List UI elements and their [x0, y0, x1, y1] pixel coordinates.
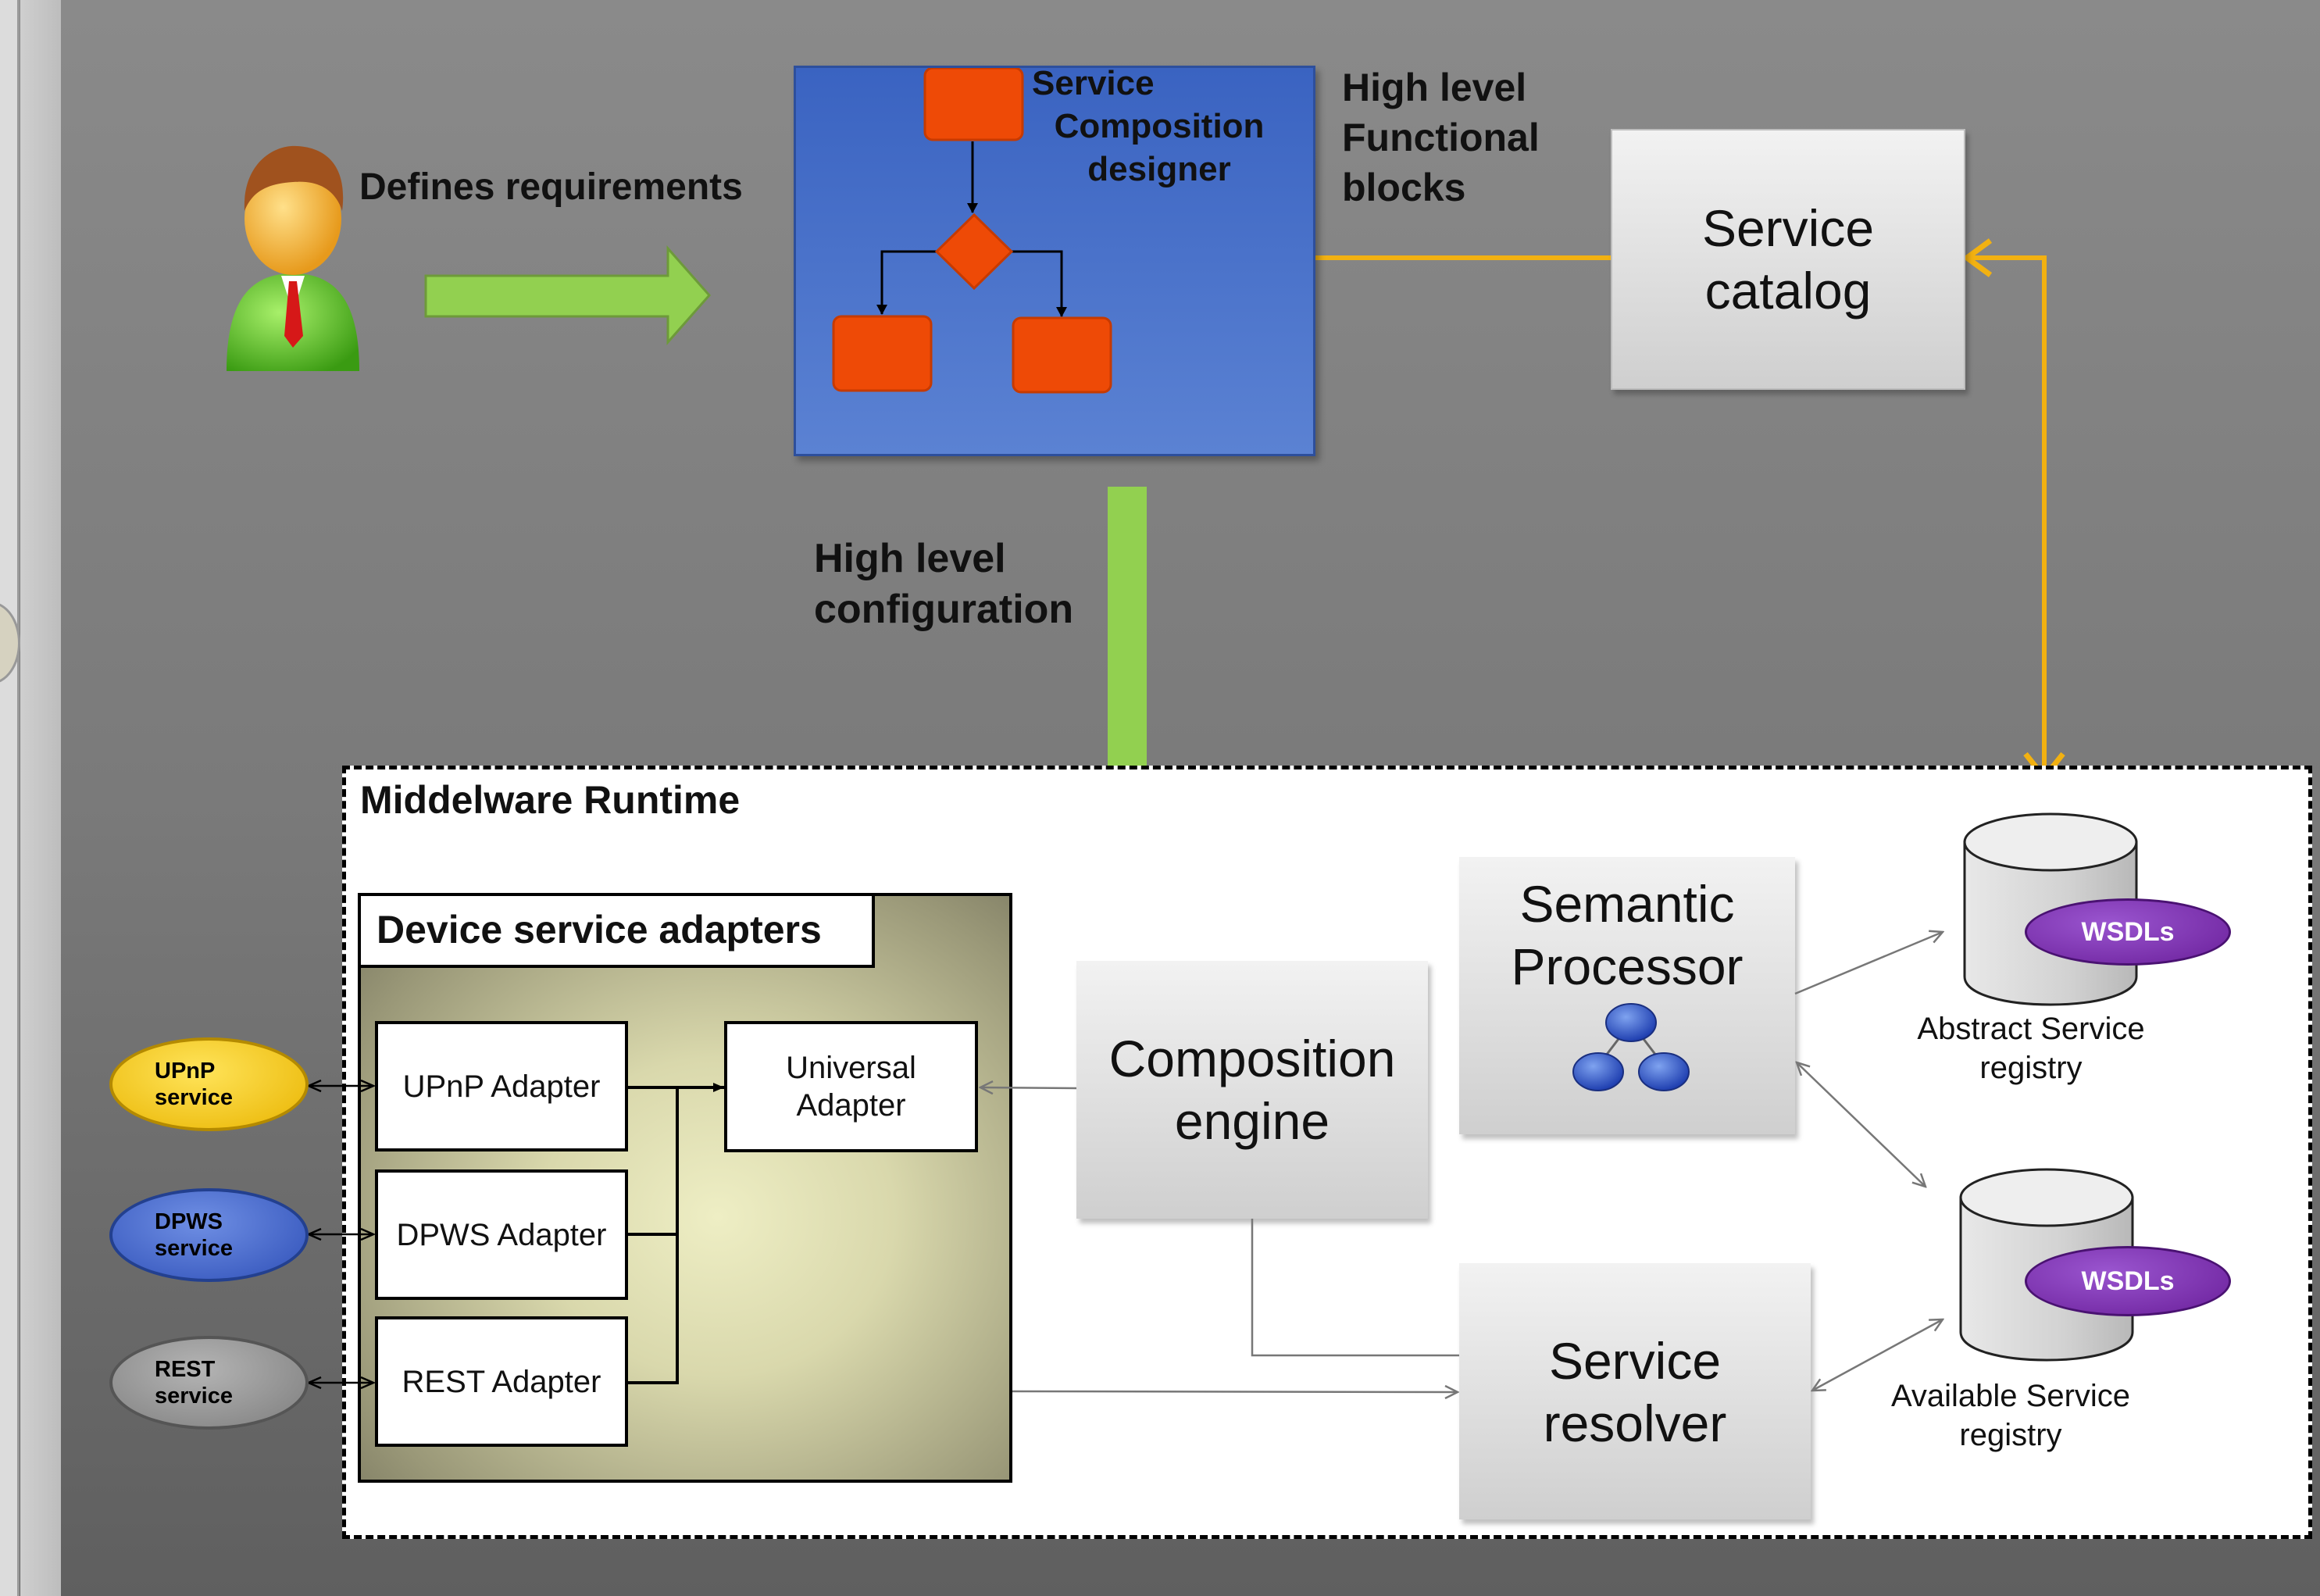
designer-block-left	[832, 315, 933, 392]
composition-engine: Composition engine	[1076, 961, 1428, 1219]
dpws-adapter: DPWS Adapter	[375, 1169, 628, 1300]
wsdl-label: WSDLs	[2081, 1266, 2175, 1296]
wsdl-badge-abstract: WSDLs	[2025, 898, 2231, 966]
upnp-adapter: UPnP Adapter	[375, 1021, 628, 1151]
service-resolver: Service resolver	[1459, 1263, 1811, 1519]
designer-decision	[934, 212, 1014, 291]
adapters-title: Device service adapters	[377, 908, 822, 952]
rest-service: REST service	[109, 1336, 309, 1430]
wsdl-badge-available: WSDLs	[2025, 1246, 2231, 1316]
adapters-title-box: Device service adapters	[361, 896, 875, 968]
dpws-service: DPWS service	[109, 1188, 309, 1282]
designer-block-top	[923, 68, 1024, 141]
universal-adapter: Universal Adapter	[724, 1021, 978, 1152]
upnp-service: UPnP service	[109, 1037, 309, 1131]
middleware-runtime-title: Middelware Runtime	[360, 778, 741, 822]
left-panel-strip	[20, 0, 61, 1596]
wsdl-label: WSDLs	[2081, 916, 2175, 947]
configuration-label: High level configuration	[814, 536, 1074, 632]
designer-block-right	[1012, 316, 1112, 394]
semantic-tree-icon	[1572, 1003, 1690, 1091]
user-icon	[219, 137, 367, 371]
abstract-registry-label: Abstract Service registry	[1917, 1012, 2145, 1085]
service-catalog: Service catalog	[1611, 129, 1965, 390]
requirements-arrow	[424, 245, 712, 345]
designer-title: Service Composition designer	[1032, 64, 1265, 188]
functional-blocks-label: High level Functional blocks	[1342, 66, 1540, 209]
left-panel-edge	[0, 0, 20, 1596]
available-registry-label: Available Service registry	[1890, 1379, 2131, 1452]
semantic-processor: Semantic Processor	[1459, 857, 1795, 1134]
composition-designer: Service Composition designer	[794, 64, 1315, 456]
rest-adapter: REST Adapter	[375, 1316, 628, 1447]
defines-requirements-label: Defines requirements	[359, 166, 743, 208]
